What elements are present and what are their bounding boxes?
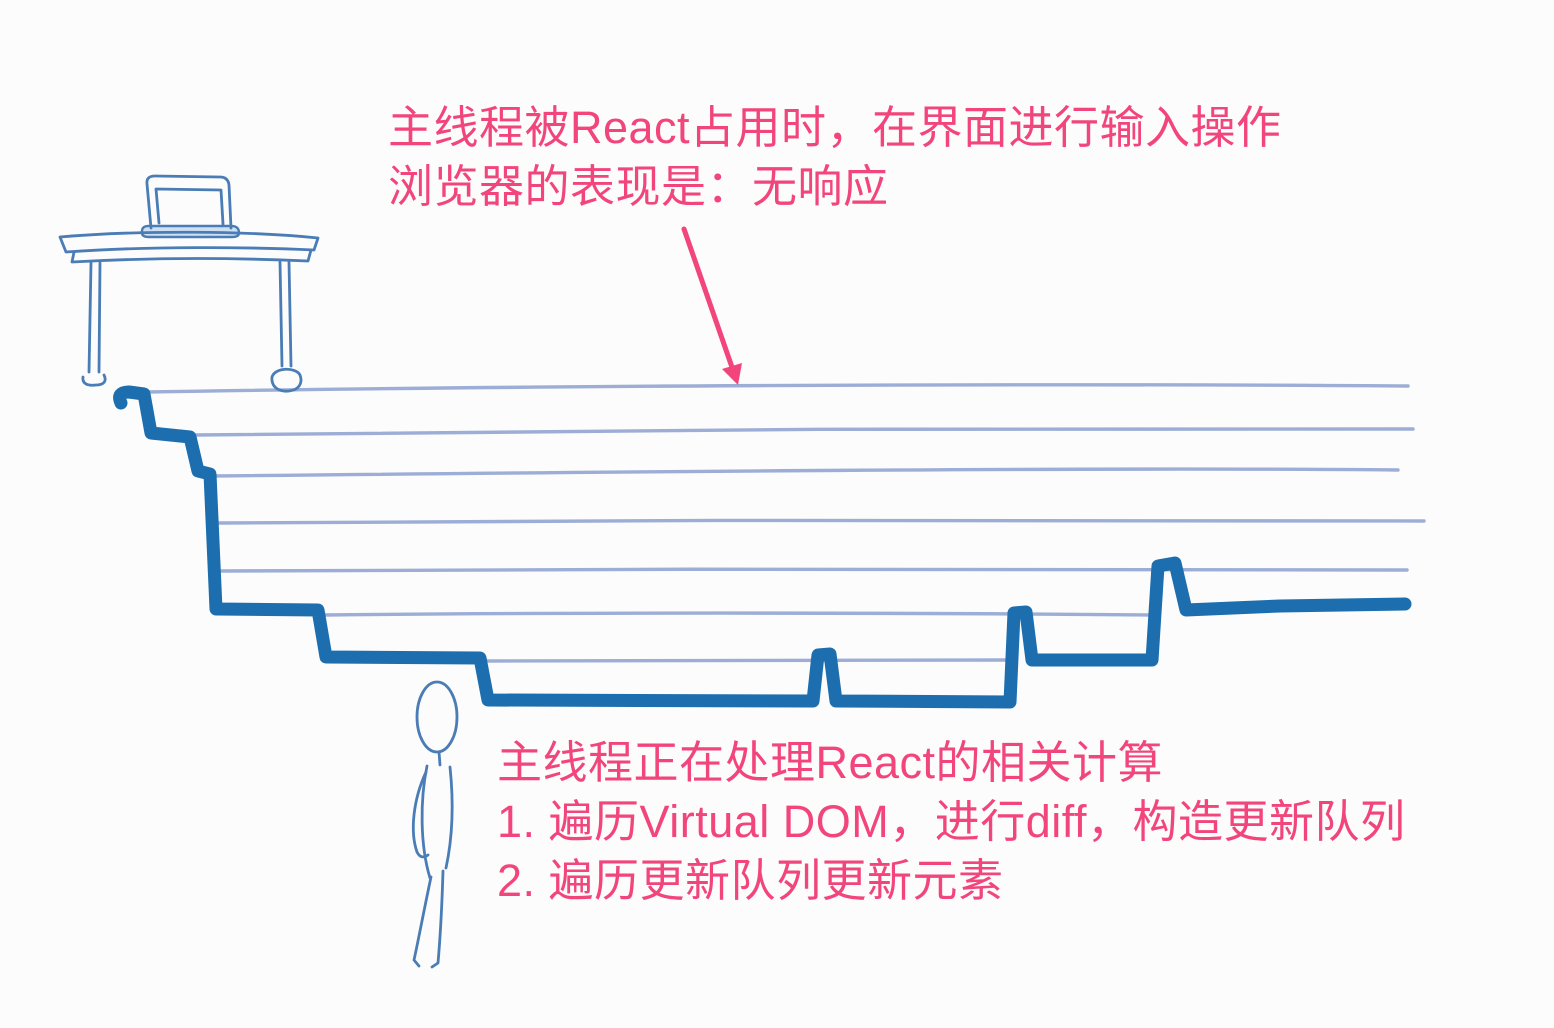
figure-torso-front bbox=[420, 764, 432, 880]
figure-arm bbox=[412, 770, 430, 859]
stick-figure-illustration bbox=[412, 680, 459, 969]
desk-foot-left bbox=[81, 373, 107, 387]
execution-boundary-path bbox=[113, 385, 1412, 709]
figure-leg-left bbox=[412, 875, 433, 968]
laptop-lid-inner bbox=[154, 187, 225, 226]
figure-neck bbox=[437, 750, 442, 767]
stack-line-2 bbox=[193, 426, 1415, 437]
bottom-annotation-line-1: 主线程正在处理React的相关计算 bbox=[497, 737, 1164, 788]
figure-leg-right bbox=[430, 869, 445, 969]
figure-torso-back bbox=[444, 765, 454, 870]
stack-line-4 bbox=[217, 518, 1426, 525]
figure-head bbox=[415, 680, 459, 754]
desk-with-laptop-illustration bbox=[58, 174, 320, 393]
main-thread-call-stack-staircase bbox=[113, 385, 1412, 709]
stack-line-7 bbox=[484, 657, 1014, 663]
stack-line-5 bbox=[217, 567, 1409, 573]
annotation-arrow-down bbox=[681, 226, 742, 385]
arrow-shaft bbox=[681, 226, 737, 376]
bottom-annotation-line-3: 2. 遍历更新队列更新元素 bbox=[497, 855, 1004, 906]
stack-line-3 bbox=[210, 467, 1400, 478]
desk-top-surface bbox=[58, 230, 320, 254]
top-annotation: 主线程被React占用时，在界面进行输入操作 浏览器的表现是：无响应 bbox=[388, 98, 1282, 216]
laptop-lid-outline bbox=[145, 174, 233, 230]
bottom-annotation: 主线程正在处理React的相关计算 1. 遍历Virtual DOM，进行dif… bbox=[497, 733, 1405, 910]
stack-line-6 bbox=[322, 611, 1154, 617]
desk-leg-left bbox=[87, 261, 102, 374]
desk-apron bbox=[70, 248, 313, 264]
desk-leg-right bbox=[278, 260, 293, 368]
desk-foot-right bbox=[270, 367, 303, 393]
arrow-head bbox=[722, 363, 742, 385]
stack-line-1 bbox=[145, 383, 1410, 394]
top-annotation-line-1: 主线程被React占用时，在界面进行输入操作 bbox=[388, 102, 1282, 153]
top-annotation-line-2: 浏览器的表现是：无响应 bbox=[388, 161, 889, 212]
stack-level-lines bbox=[145, 383, 1426, 663]
bottom-annotation-line-2: 1. 遍历Virtual DOM，进行diff，构造更新队列 bbox=[497, 796, 1406, 847]
